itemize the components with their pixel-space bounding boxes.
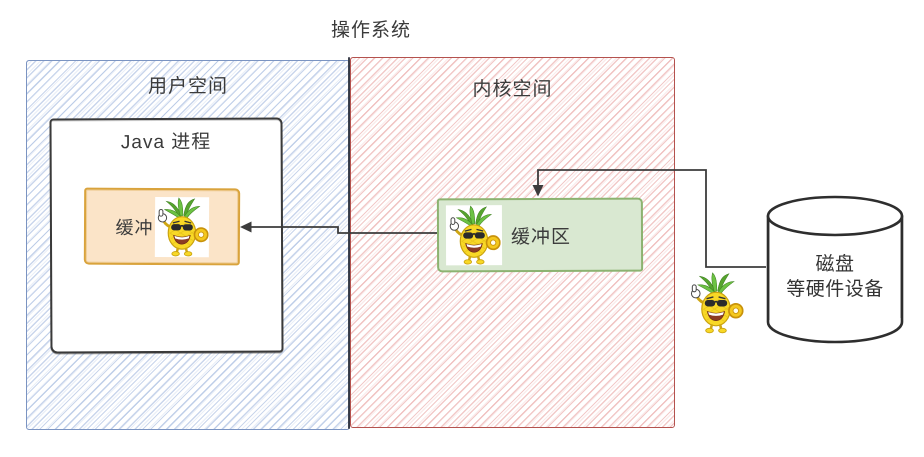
user-buffer-box: 缓冲 xyxy=(83,187,241,266)
pineapple-mascot-icon xyxy=(154,196,209,257)
disk-cylinder: 磁盘 等硬件设备 xyxy=(763,192,907,352)
pineapple-mascot-icon xyxy=(445,205,503,266)
disk-label-line2: 等硬件设备 xyxy=(786,279,884,300)
kernel-buffer-box: 缓冲区 xyxy=(436,197,644,273)
user-buffer-label: 缓冲 xyxy=(115,217,154,238)
kernel-buffer-label: 缓冲区 xyxy=(510,226,572,248)
disk-cylinder-icon xyxy=(766,195,904,344)
user-space-label: 用户空间 xyxy=(147,76,228,97)
os-title: 操作系统 xyxy=(330,20,411,41)
disk-label: 磁盘 等硬件设备 xyxy=(763,252,907,302)
space-divider-line xyxy=(348,57,351,429)
kernel-space-label: 内核空间 xyxy=(472,79,553,100)
disk-label-line1: 磁盘 xyxy=(815,254,855,275)
pineapple-mascot-icon xyxy=(687,272,745,334)
java-process-label: Java 进程 xyxy=(120,131,212,154)
